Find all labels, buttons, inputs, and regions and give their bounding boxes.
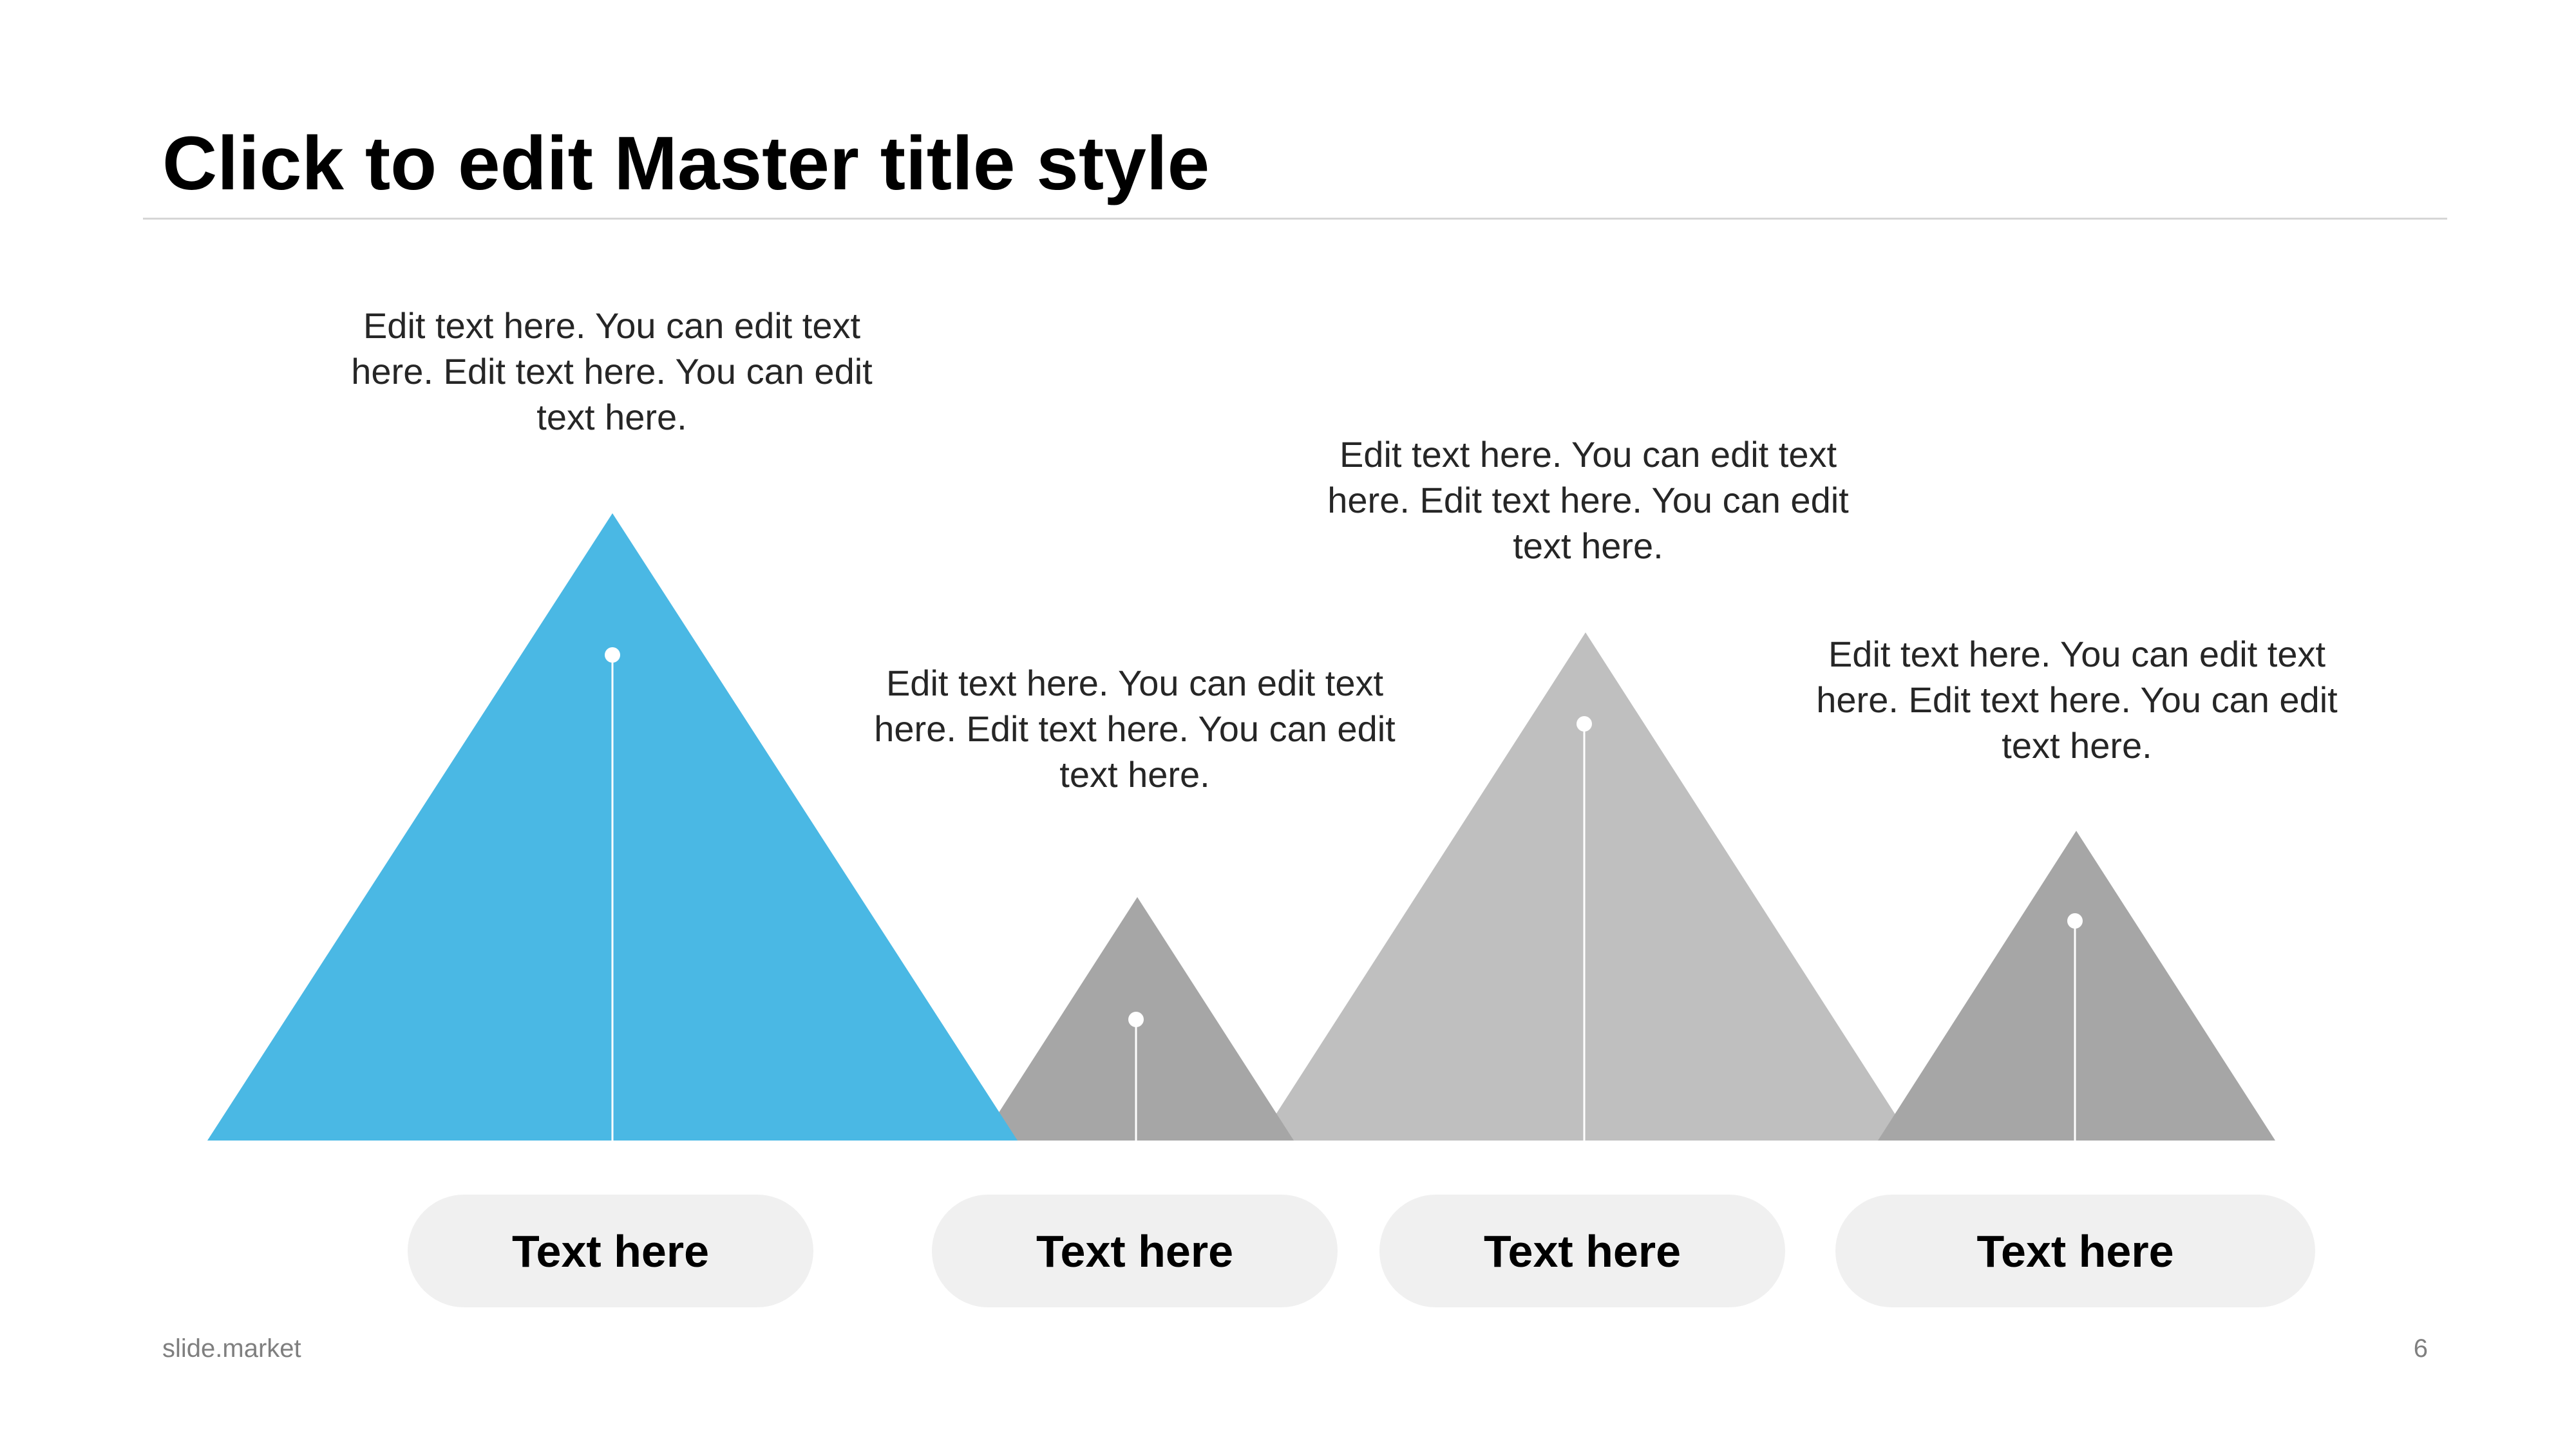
peak-3-marker-dot	[1577, 716, 1592, 732]
title-divider	[143, 218, 2447, 220]
peak-3-description: Edit text here. You can edit text here. …	[1327, 434, 1849, 566]
peak-2-description: Edit text here. You can edit text here. …	[874, 663, 1396, 795]
peak-1-description: Edit text here. You can edit text here. …	[351, 305, 873, 437]
peak-1-label-pill: Text here	[408, 1195, 813, 1307]
peak-2-label-pill: Text here	[932, 1195, 1338, 1307]
footer-brand: slide.market	[162, 1334, 301, 1363]
slide-title: Click to edit Master title style	[162, 121, 1210, 206]
peak-1-marker-dot	[605, 647, 620, 663]
peak-4-description: Edit text here. You can edit text here. …	[1816, 634, 2338, 766]
peak-4-label-pill: Text here	[1835, 1195, 2315, 1307]
peak-3-triangle	[1259, 632, 1912, 1141]
peak-3-label-pill: Text here	[1379, 1195, 1785, 1307]
page-number: 6	[2413, 1334, 2428, 1363]
peak-4-marker-dot	[2067, 913, 2083, 929]
peak-2-marker-dot	[1128, 1012, 1144, 1027]
peak-4-triangle	[1878, 831, 2275, 1141]
